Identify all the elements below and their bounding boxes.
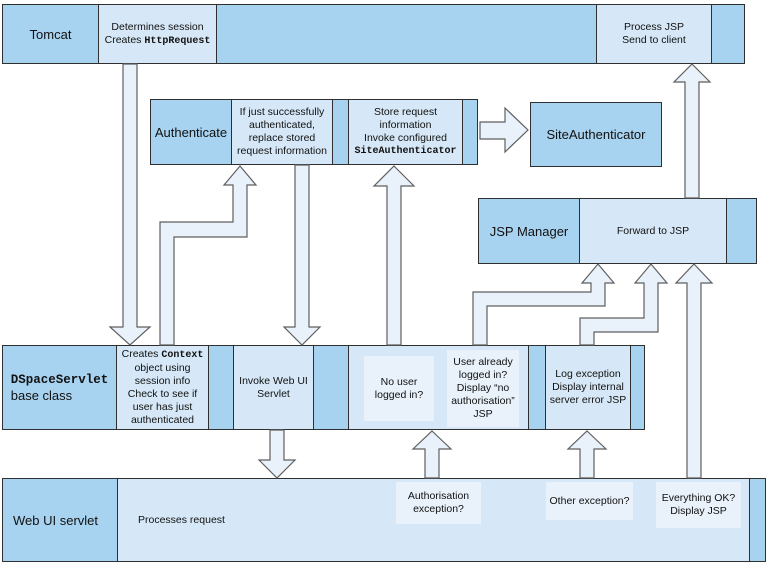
process-jsp-text: Process JSP Send to client [622,21,686,46]
if-just-authenticated-box: If just successfully authenticated, repl… [231,100,332,164]
arrow-useralready-to-forward [472,263,616,346]
httprequest-code: HttpRequest [144,35,211,47]
log-exception-box: Log exception Display internal server er… [545,346,630,429]
arrow-invoke-to-processes [257,429,297,479]
dspace-servlet-label-cell: DSpaceServlet base class [3,346,116,429]
arrow-authenticate-to-invoke [282,164,322,346]
authorisation-exception-box: Authorisation exception? [396,482,481,524]
if-just-authenticated-text: If just successfully authenticated, repl… [237,106,327,157]
login-check-panel: No user logged in? User already logged i… [348,346,528,429]
dspace-lane-strip2 [313,346,348,429]
dspace-servlet-lane: DSpaceServlet base class Creates Context… [2,345,645,430]
everything-ok-box: Everything OK? Display JSP [656,482,741,528]
creates-context-box: Creates Context object using session inf… [116,346,208,429]
determines-session-box: Determines session Creates HttpRequest [98,5,216,63]
dspace-base-class: base class [10,388,73,403]
site-authenticator-label: SiteAuthenticator [546,127,646,142]
webui-servlet-label: Web UI servlet [13,512,99,528]
dspace-lane-end [630,346,644,429]
creates-context-text: Creates Context object using session inf… [122,348,204,427]
determines-line2: Creates HttpRequest [105,34,211,48]
arrow-everythingok-to-forward [674,263,714,479]
arrow-otherexception-to-logexception [566,430,608,479]
webui-servlet-lane: Web UI servlet Processes request Authori… [2,478,766,562]
user-already-logged-in-box: User already logged in? Display “no auth… [447,350,519,427]
creates-context-rest: object using session info Check to see i… [127,362,198,426]
dspace-servlet-code: DSpaceServlet [10,373,109,387]
arrow-forward-to-processjsp [672,63,712,199]
dspace-lane-strip3 [528,346,545,429]
creates-prefix: Creates [104,33,145,46]
other-exception-box: Other exception? [546,482,633,520]
log-exception-text: Log exception Display internal server er… [549,368,627,406]
authenticate-lane-strip1 [332,100,348,164]
determines-line1: Determines session [111,20,204,33]
tomcat-label-cell: Tomcat [3,5,98,63]
authenticate-lane: Authenticate If just successfully authen… [150,99,478,165]
arrow-authexception-to-useralready [411,430,453,479]
jsp-manager-label-cell: JSP Manager [479,199,579,263]
context-prefix: Creates [121,348,162,360]
authenticate-label: Authenticate [154,124,228,140]
determines-session-text: Determines session Creates HttpRequest [105,21,211,48]
webui-servlet-label-cell: Web UI servlet [3,479,117,561]
store-request-text: Store request information Invoke configu… [349,106,462,158]
siteauthenticator-code: SiteAuthenticator [354,146,457,157]
invoke-webui-text: Invoke Web UI Servlet [239,374,308,400]
store-line2: Invoke configured [364,132,447,144]
authenticate-label-cell: Authenticate [151,100,231,164]
process-jsp-box: Process JSP Send to client [596,5,711,63]
jsp-manager-label: JSP Manager [489,223,569,239]
webui-lane-end [749,479,765,561]
invoke-webui-box: Invoke Web UI Servlet [233,346,313,429]
dspace-servlet-label: DSpaceServlet base class [11,372,109,403]
forward-to-jsp-text: Forward to JSP [616,224,690,237]
processes-request-text: Processes request [138,513,225,526]
arrow-logexception-to-forward [579,263,669,346]
arrow-nouser-to-store [372,165,416,346]
arrow-context-to-authenticate [159,165,258,346]
context-code: Context [161,350,204,361]
creates-context-line1: Creates Context [122,348,204,362]
jsp-manager-lane-end [726,199,756,263]
tomcat-label: Tomcat [29,26,72,42]
arrow-session-to-context [108,63,152,346]
authenticate-lane-end [462,100,477,164]
processes-request-panel: Processes request Authorisation exceptio… [117,479,749,561]
tomcat-lane: Tomcat Determines session Creates HttpRe… [2,4,745,64]
site-authenticator-box: SiteAuthenticator [530,102,662,167]
store-request-box: Store request information Invoke configu… [348,100,462,164]
store-line1: Store request information [373,106,438,131]
jsp-manager-lane: JSP Manager Forward to JSP [478,198,757,264]
tomcat-lane-filler [216,5,596,63]
tomcat-lane-end [711,5,744,63]
dspace-lane-strip1 [208,346,233,429]
forward-to-jsp-box: Forward to JSP [579,199,726,263]
no-user-logged-in-box: No user logged in? [364,356,434,421]
arrow-store-to-siteauthenticator [479,106,529,154]
